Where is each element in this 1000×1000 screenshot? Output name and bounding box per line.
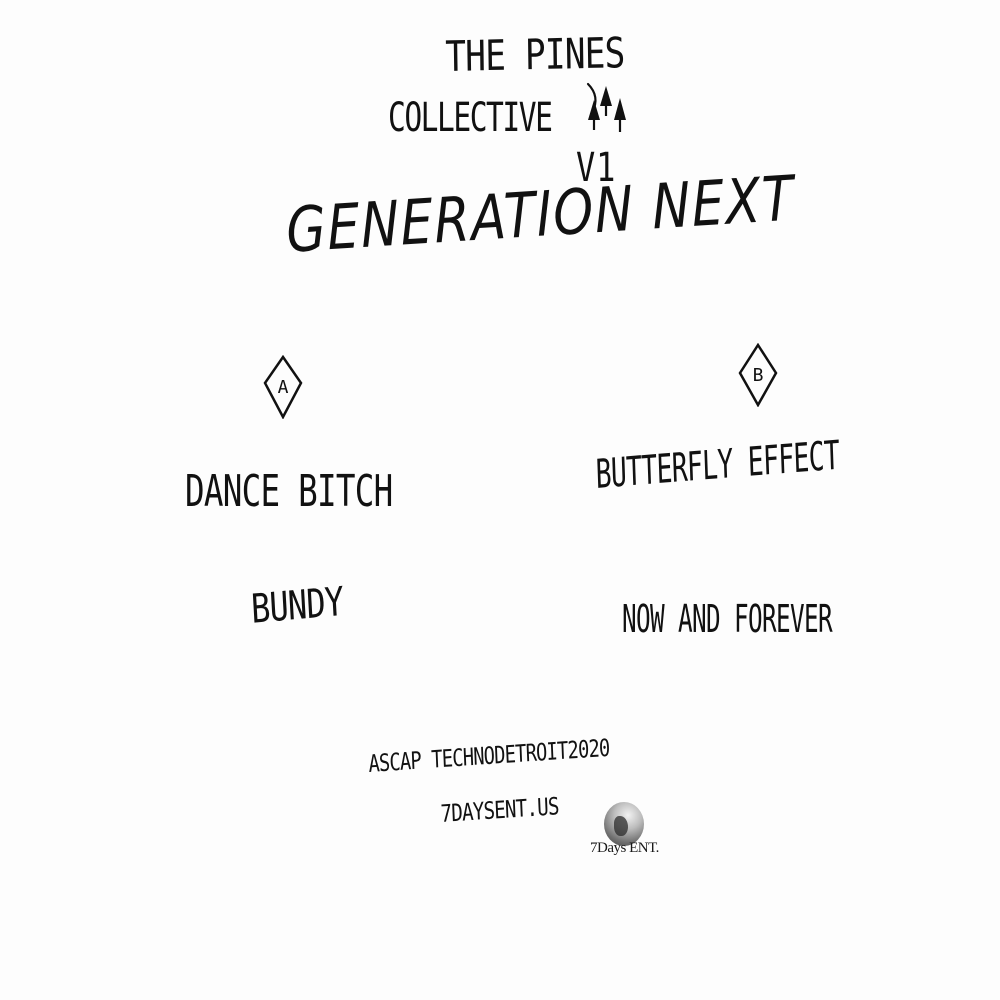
diamond-badge-icon [263, 355, 303, 419]
pine-trees-icon [582, 82, 632, 137]
side-a-label: A [277, 376, 289, 398]
side-b-label: B [752, 364, 764, 386]
volume-label: V1 [576, 145, 617, 191]
website-credit: 7DaysEnt.us [439, 792, 560, 828]
publishing-credit: Ascap TechnoDetroit2020 [367, 733, 611, 778]
side-b-badge: B [738, 343, 778, 407]
track-b1: Butterfly Effect [594, 432, 840, 498]
artist-name-line2: Collective [388, 95, 553, 141]
side-a-badge: A [263, 355, 303, 419]
track-a2: Bundy [249, 578, 345, 633]
track-b2: Now And Forever [622, 597, 833, 641]
diamond-badge-icon [738, 343, 778, 407]
artist-name-line1: The Pines [444, 28, 625, 81]
label-logo: 7Days ENT. [590, 800, 659, 862]
label-logo-text: 7Days ENT. [590, 840, 659, 856]
globe-icon [604, 802, 644, 846]
album-title: Generation Next [284, 161, 797, 267]
track-a1: Dance Bitch [185, 466, 393, 517]
